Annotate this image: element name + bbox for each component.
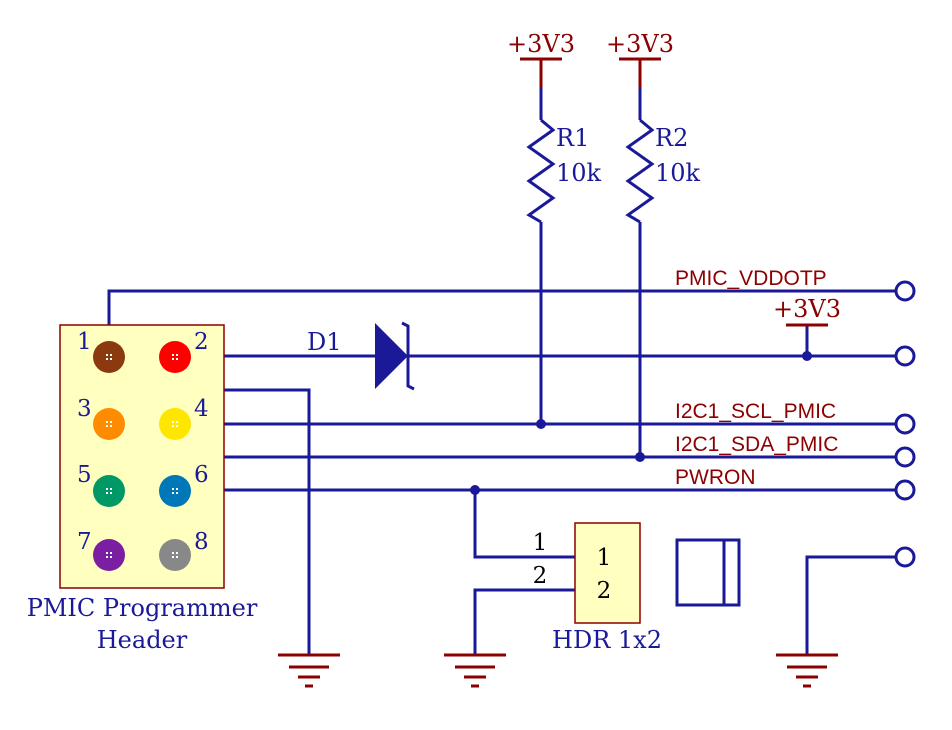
- header-pin-number-1: 1: [77, 329, 92, 355]
- hdr-pin1-inside-label: 1: [597, 545, 612, 571]
- terminal-sda: [894, 446, 916, 468]
- header-pin-number-2: 2: [194, 329, 209, 355]
- hdr-1x2-body: [574, 522, 641, 624]
- pin-center-dots: [106, 354, 178, 558]
- power-symbols: [520, 57, 828, 327]
- gnd-connector-wire: [805, 555, 895, 655]
- header-pin-3: [93, 408, 125, 440]
- junction-r1-scl: [536, 419, 546, 429]
- r2-resistor-symbol: [625, 118, 655, 224]
- ground-symbols: [278, 653, 838, 688]
- terminal-vddotp: [894, 280, 916, 302]
- header-pin-number-8: 8: [194, 529, 209, 555]
- r2-ref-label: R2: [655, 124, 688, 152]
- header-pin-number-4: 4: [194, 396, 209, 422]
- programmer-header-label-line2: Header: [97, 626, 188, 654]
- d1-supply-label: +3V3: [773, 295, 841, 323]
- terminal-pwron: [894, 479, 916, 501]
- net-label-sda: I2C1_SDA_PMIC: [675, 433, 838, 456]
- r1-resistor-symbol: [526, 118, 556, 224]
- hdr-pin2-wire: [473, 588, 575, 655]
- hdr-pin1-outside-label: 1: [533, 530, 548, 556]
- net-label-vddotp: PMIC_VDDOTP: [675, 267, 827, 290]
- junction-pwron-hdr: [470, 485, 480, 495]
- terminal-scl: [894, 413, 916, 435]
- header-pin-6: [159, 475, 191, 507]
- ground-symbol-hdr: [444, 653, 506, 688]
- header-pin-2: [159, 341, 191, 373]
- header-pin-number-5: 5: [77, 462, 92, 488]
- terminals: [894, 280, 916, 568]
- junction-3v3-d1: [802, 351, 812, 361]
- ground-symbol-right: [776, 653, 838, 688]
- r2-supply-label: +3V3: [606, 30, 674, 58]
- r1-value-label: 10k: [556, 159, 602, 187]
- programmer-header-pins: [93, 341, 191, 571]
- hdr-pin1-wire: [473, 490, 575, 559]
- d1-ref-label: D1: [307, 328, 342, 356]
- programmer-header-body: [59, 324, 225, 589]
- header-pin-7: [93, 539, 125, 571]
- terminal-3v3: [894, 345, 916, 367]
- programmer-header-label-line1: PMIC Programmer: [27, 594, 258, 622]
- r1-supply-label: +3V3: [507, 30, 575, 58]
- d1-cathode-bar: [401, 321, 415, 391]
- header-pin-5: [93, 475, 125, 507]
- d1-diode-symbol: [375, 323, 408, 389]
- header-pin-number-7: 7: [77, 529, 92, 555]
- header-pin-8: [159, 539, 191, 571]
- r2-value-label: 10k: [655, 159, 701, 187]
- header-pin-number-3: 3: [77, 396, 92, 422]
- sda-wire: [107, 455, 895, 478]
- jumper-symbol: [675, 538, 741, 607]
- ground-symbol-header: [278, 653, 340, 688]
- net-label-pwron: PWRON: [675, 466, 756, 489]
- header-pin-number-6: 6: [194, 462, 209, 488]
- hdr-pin2-inside-label: 2: [597, 578, 612, 604]
- terminal-gnd: [894, 546, 916, 568]
- net-label-scl: I2C1_SCL_PMIC: [675, 400, 836, 423]
- hdr-1x2-label: HDR 1x2: [552, 626, 662, 654]
- r1-ref-label: R1: [556, 124, 589, 152]
- junctions: [470, 351, 812, 495]
- header-pin-1: [93, 341, 125, 373]
- wires: [107, 88, 895, 655]
- hdr-pin2-outside-label: 2: [533, 563, 548, 589]
- header-pin-4: [159, 408, 191, 440]
- junction-r2-sda: [635, 452, 645, 462]
